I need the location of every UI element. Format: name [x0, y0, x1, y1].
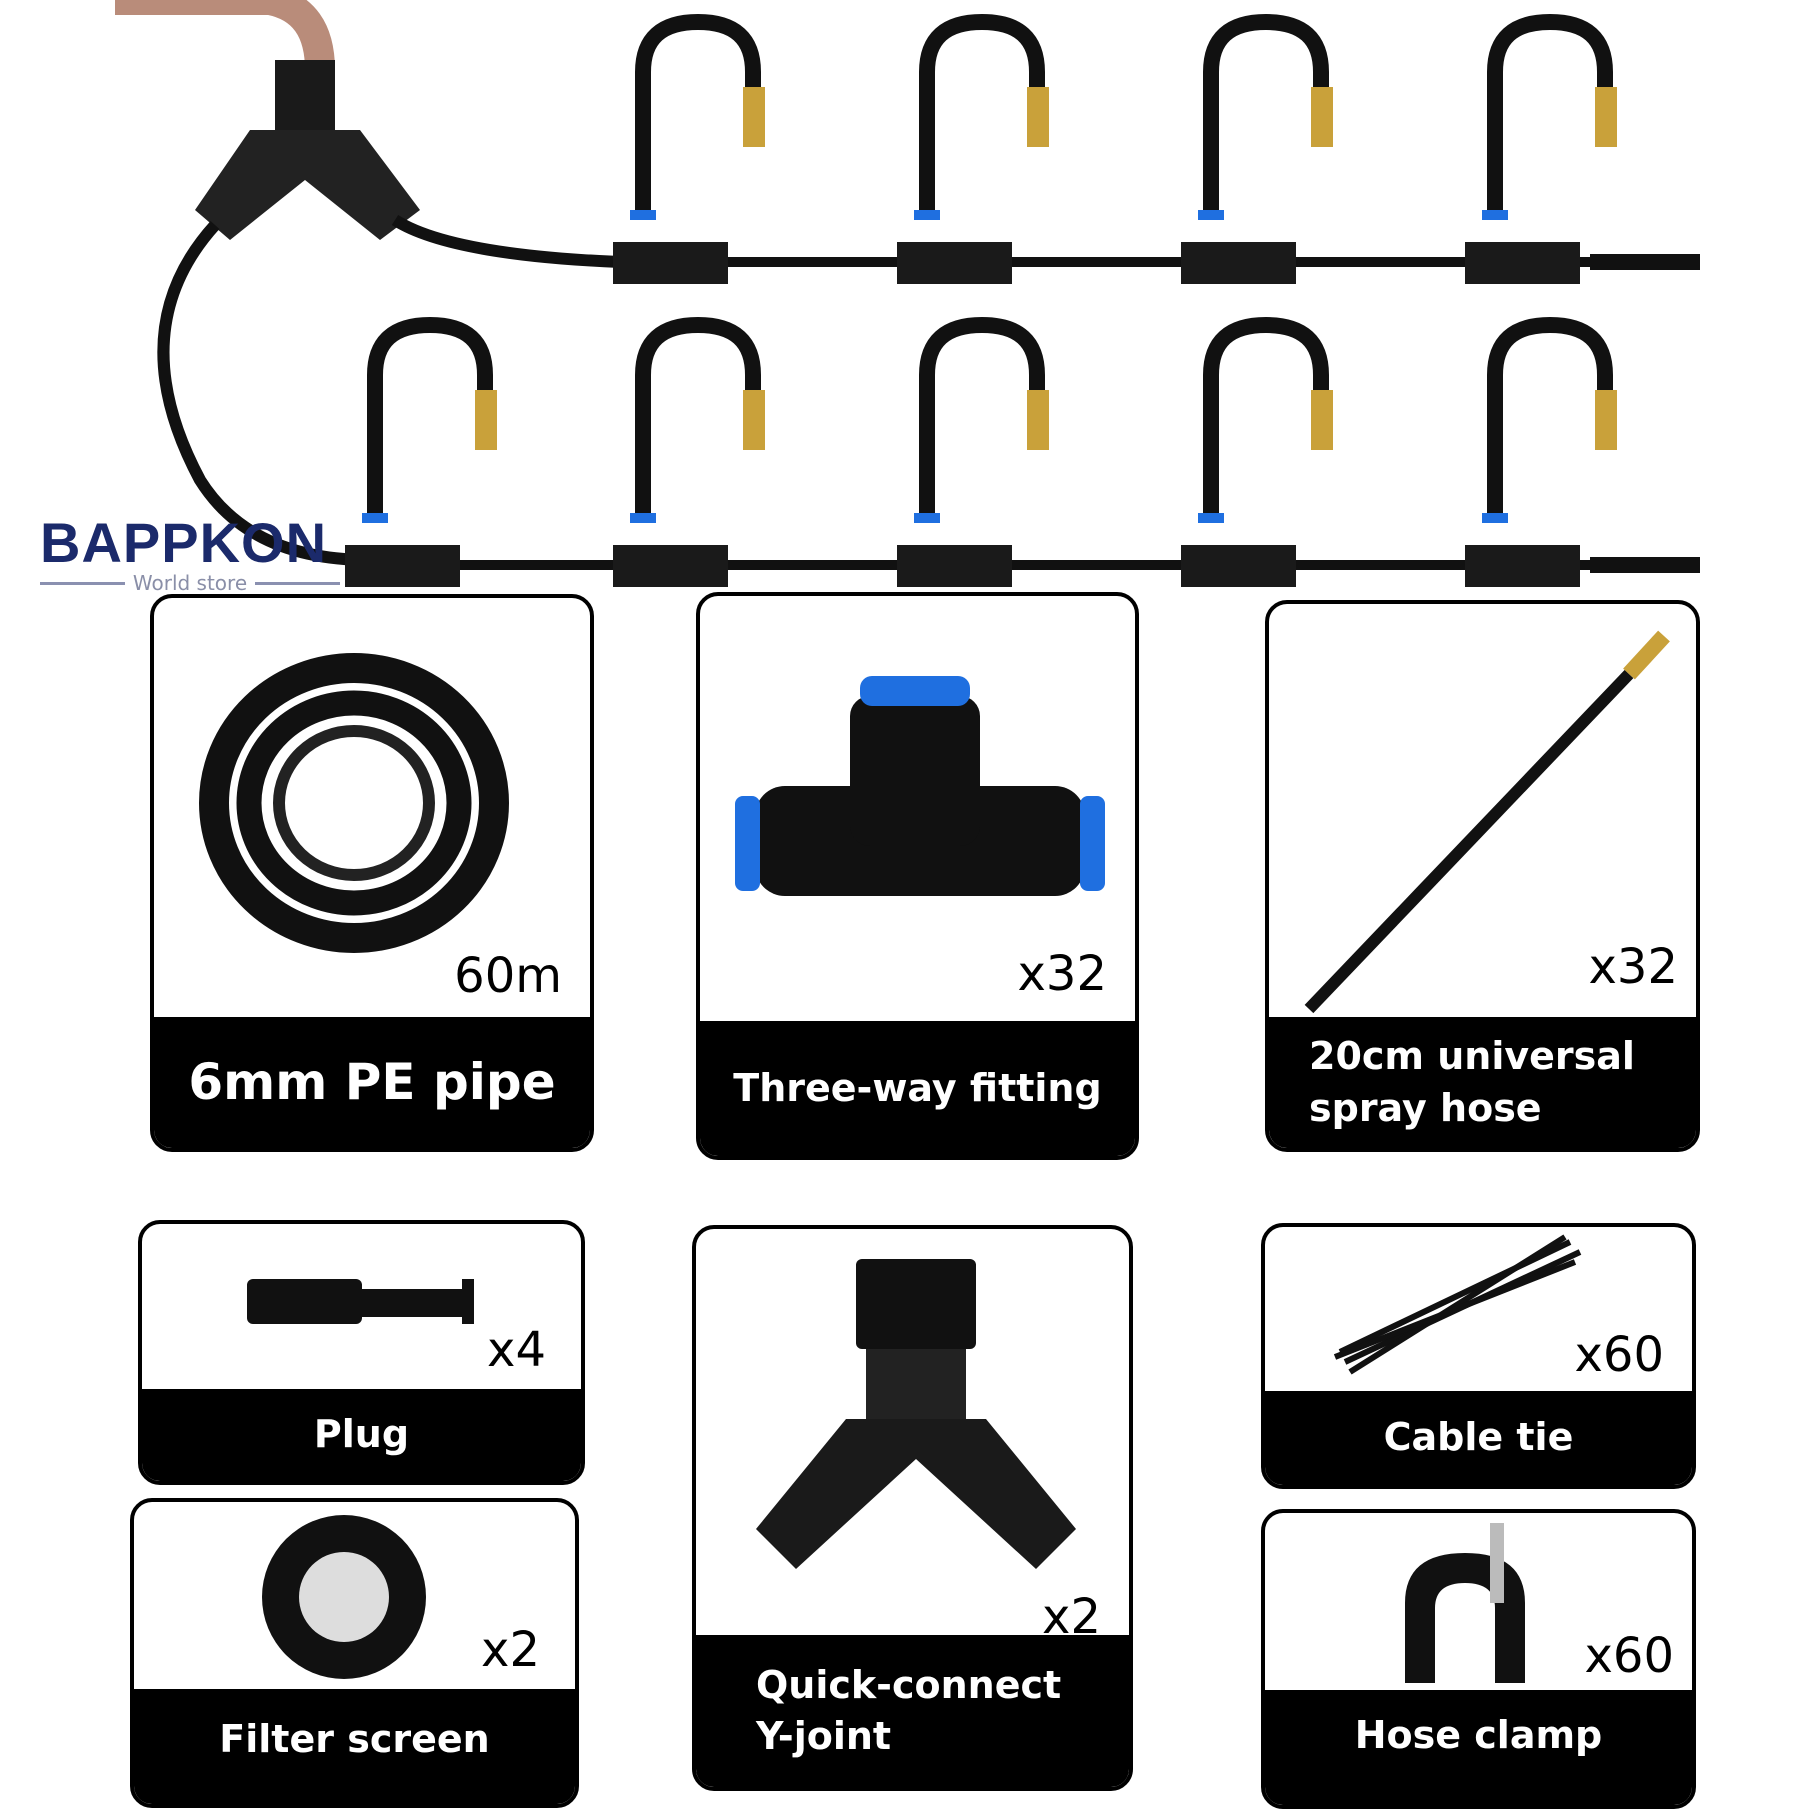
item-card-y-joint: x2 Quick-connect Y-joint — [692, 1225, 1133, 1791]
filter-screen-image — [262, 1515, 426, 1679]
tee-fitting — [1181, 545, 1296, 587]
faucet — [115, 0, 335, 71]
spray-hose — [919, 316, 1045, 520]
tee-blue-collar — [1198, 513, 1224, 523]
item-card-three-way-fitting: x32 Three-way fitting — [696, 592, 1139, 1160]
brand-tagline: World store — [132, 571, 248, 595]
item-card-filter-screen: x2 Filter screen — [130, 1498, 579, 1808]
y-joint-illustration — [195, 60, 420, 240]
item-label: Cable tie — [1265, 1391, 1692, 1485]
item-quantity: x4 — [487, 1322, 546, 1378]
item-label: Hose clamp — [1265, 1690, 1692, 1805]
spray-hose — [919, 13, 1045, 217]
brand-name: BAPPKON — [40, 511, 328, 574]
item-label: Plug — [142, 1389, 581, 1481]
item-quantity: x60 — [1584, 1628, 1674, 1684]
tee-blue-collar — [630, 513, 656, 523]
item-card-cable-tie: x60 Cable tie — [1261, 1223, 1696, 1489]
mist-nozzle — [1595, 390, 1617, 450]
item-quantity: x60 — [1574, 1327, 1664, 1383]
item-quantity: x2 — [481, 1622, 540, 1678]
item-label: 20cm universal spray hose — [1269, 1017, 1696, 1148]
tee-blue-collar — [914, 210, 940, 220]
mist-nozzle — [1027, 87, 1049, 147]
tee-fitting — [613, 242, 728, 284]
mist-nozzle — [1595, 87, 1617, 147]
end-plug — [1590, 254, 1700, 270]
tee-blue-collar — [1482, 210, 1508, 220]
pipe-coil-image — [199, 653, 509, 953]
item-label: Quick-connect Y-joint — [696, 1635, 1129, 1787]
brand-tagline-row: World store — [40, 571, 341, 595]
spray-hose — [367, 316, 493, 520]
spray-hose — [1487, 316, 1613, 520]
tee-fitting — [1465, 242, 1580, 284]
spray-hose — [635, 13, 761, 217]
tee-fitting — [1181, 242, 1296, 284]
mist-nozzle — [475, 390, 497, 450]
tee-fitting — [1465, 545, 1580, 587]
mist-nozzle — [1311, 390, 1333, 450]
spray-hose — [1203, 13, 1329, 217]
mist-nozzle — [743, 87, 765, 147]
item-label: 6mm PE pipe — [154, 1017, 590, 1148]
end-plug — [1590, 557, 1700, 573]
spray-hose — [1203, 316, 1329, 520]
item-quantity: x32 — [1017, 946, 1107, 1002]
spray-hose — [635, 316, 761, 520]
mist-nozzle — [1311, 87, 1333, 147]
item-quantity: 60m — [454, 948, 562, 1004]
y-joint-image — [756, 1259, 1076, 1569]
spray-hose-image — [1304, 630, 1670, 1014]
tee-blue-collar — [630, 210, 656, 220]
mist-nozzle — [1027, 390, 1049, 450]
mist-nozzle — [743, 390, 765, 450]
hose-clamp-image — [1405, 1523, 1525, 1683]
plug-image — [247, 1279, 474, 1324]
spray-hose — [1487, 13, 1613, 217]
item-card-spray-hose: x32 20cm universal spray hose — [1265, 600, 1700, 1152]
cable-tie-image — [1333, 1234, 1582, 1375]
misting-system-diagram — [115, 0, 1700, 587]
tee-blue-collar — [1482, 513, 1508, 523]
tee-blue-collar — [362, 513, 388, 523]
item-card-hose-clamp: x60 Hose clamp — [1261, 1509, 1696, 1809]
item-card-pe-pipe: 60m 6mm PE pipe — [150, 594, 594, 1152]
three-way-fitting-image — [735, 676, 1105, 896]
tee-fitting — [897, 545, 1012, 587]
tee-blue-collar — [1198, 210, 1224, 220]
item-quantity: x32 — [1588, 939, 1678, 995]
brand-logo: BAPPKON World store — [40, 511, 341, 595]
tee-blue-collar — [914, 513, 940, 523]
tee-fitting — [345, 545, 460, 587]
item-label: Filter screen — [134, 1689, 575, 1804]
tee-fitting — [897, 242, 1012, 284]
tee-fitting — [613, 545, 728, 587]
item-card-plug: x4 Plug — [138, 1220, 585, 1485]
item-label: Three-way fitting — [700, 1021, 1135, 1156]
